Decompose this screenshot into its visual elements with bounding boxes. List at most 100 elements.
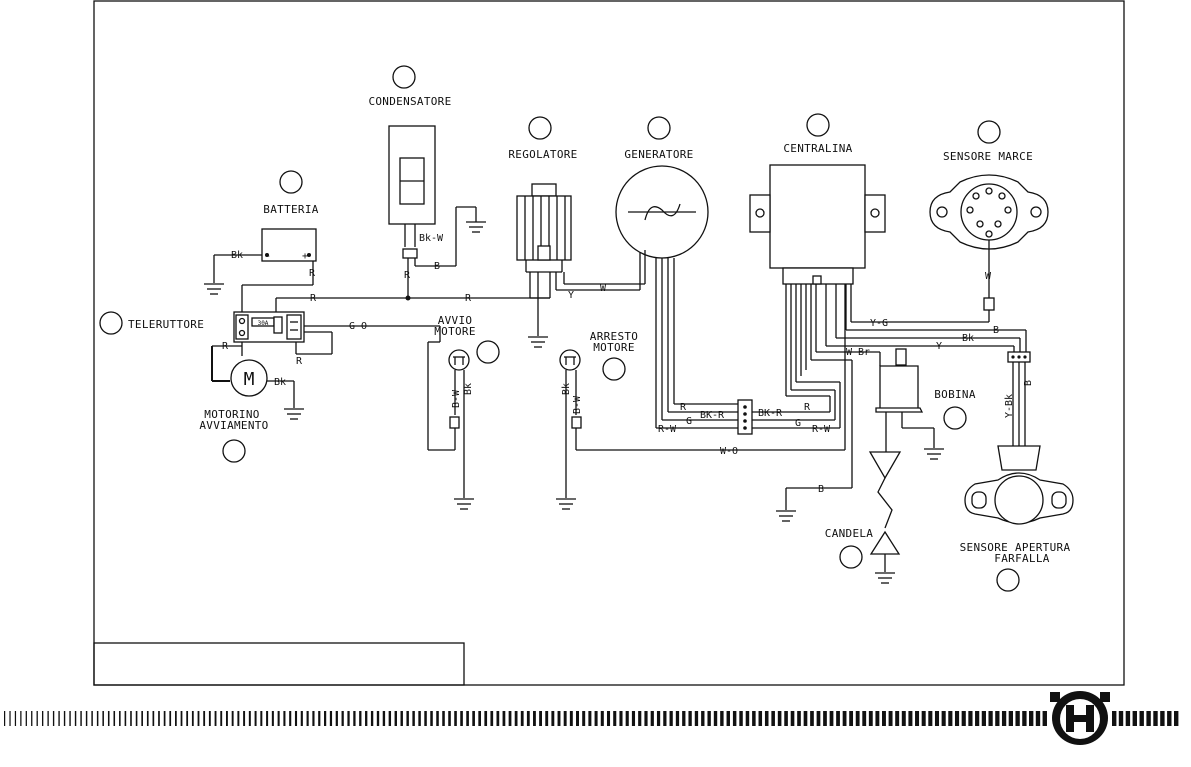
- svg-text:BK-R: BK-R: [700, 410, 725, 421]
- tick-mark: [430, 711, 433, 726]
- tick-mark: [58, 711, 60, 726]
- tick-mark: [197, 711, 200, 726]
- tick-mark: [31, 711, 33, 726]
- tick-mark: [113, 711, 116, 726]
- tick-mark: [868, 711, 873, 726]
- tick-mark: [981, 711, 986, 726]
- tick-mark: [533, 711, 536, 726]
- tick-mark: [1153, 711, 1158, 726]
- batteria-component: BATTERIA - + Bk R: [204, 170, 318, 312]
- svg-text:R: R: [465, 293, 472, 304]
- tick-mark: [152, 711, 155, 726]
- tick-mark: [208, 711, 211, 726]
- svg-text:G-O: G-O: [349, 321, 367, 332]
- svg-text:Bk: Bk: [274, 377, 286, 388]
- tick-mark: [294, 711, 298, 726]
- bobina-component: BOBINA: [868, 348, 976, 529]
- label-bobina: BOBINA: [934, 388, 976, 401]
- tick-mark: [158, 711, 160, 726]
- tick-mark: [842, 711, 847, 726]
- main-r-wire: R R: [275, 293, 550, 312]
- tick-mark: [186, 711, 189, 726]
- svg-text:B: B: [993, 325, 999, 336]
- label-sensore-farfalla-2: FARFALLA: [994, 552, 1049, 565]
- tick-mark: [96, 711, 99, 726]
- ref-circle-sensore-farfalla: [996, 568, 1020, 592]
- label-regolatore: REGOLATORE: [508, 148, 577, 161]
- tick-mark: [41, 711, 44, 726]
- tick-mark: [277, 711, 280, 726]
- tick-mark: [466, 711, 469, 726]
- battery-icon: [261, 228, 317, 262]
- tick-mark: [631, 711, 636, 726]
- tick-mark: [797, 711, 801, 726]
- tick-mark: [790, 711, 795, 726]
- tick-mark: [191, 711, 194, 726]
- tick-mark: [836, 711, 840, 726]
- svg-text:W: W: [600, 283, 607, 294]
- label-sensore-farfalla-1: SENSORE APERTURA: [960, 541, 1071, 554]
- tick-mark: [442, 711, 445, 726]
- tick-mark: [271, 711, 274, 726]
- label-avvio-2: MOTORE: [434, 325, 476, 338]
- tick-mark: [260, 711, 263, 726]
- tick-mark: [283, 711, 286, 726]
- tick-mark: [254, 711, 257, 726]
- tick-mark: [928, 711, 933, 726]
- label-centralina: CENTRALINA: [783, 142, 852, 155]
- tick-mark: [948, 711, 953, 726]
- tick-mark: [47, 711, 49, 726]
- tick-mark: [382, 711, 386, 726]
- ref-circle-condensatore: [392, 65, 416, 89]
- tick-mark: [1167, 711, 1172, 726]
- svg-text:30A: 30A: [258, 320, 269, 327]
- tick-mark: [638, 711, 642, 726]
- tick-mark: [954, 711, 960, 726]
- tick-mark: [508, 711, 512, 726]
- label-arresto-1: ARRESTO: [590, 330, 638, 343]
- tick-mark: [995, 711, 1000, 726]
- svg-text:M: M: [244, 369, 255, 390]
- tick-mark: [915, 711, 920, 726]
- tick-mark: [1118, 711, 1124, 726]
- tick-mark: [1112, 711, 1117, 726]
- tick-mark: [1146, 711, 1151, 726]
- tick-mark: [934, 711, 940, 726]
- tick-mark: [135, 711, 138, 726]
- svg-text:Bk: Bk: [962, 333, 974, 344]
- connector-block: [737, 399, 753, 435]
- svg-text:+: +: [302, 251, 308, 262]
- tick-mark: [810, 711, 814, 726]
- label-sensore-marce: SENSORE MARCE: [943, 150, 1033, 163]
- tick-mark: [69, 711, 71, 726]
- tick-mark: [146, 711, 149, 726]
- tick-mark: [895, 711, 900, 726]
- svg-text:R: R: [310, 293, 317, 304]
- motorino-component: M Bk MOTORINO AVVIAMENTO: [199, 346, 304, 463]
- svg-text:W-Br: W-Br: [846, 347, 870, 358]
- tick-mark: [921, 711, 926, 726]
- tick-mark: [650, 711, 654, 726]
- tick-mark: [1022, 711, 1027, 726]
- tick-mark: [594, 711, 598, 726]
- tick-mark: [829, 711, 834, 726]
- title-block: [93, 642, 465, 686]
- tick-mark: [141, 711, 143, 726]
- label-candela: CANDELA: [825, 527, 874, 540]
- tick-mark: [901, 711, 906, 726]
- ground-icon-candela: [875, 572, 895, 584]
- ref-circle-motorino: [222, 439, 246, 463]
- tick-mark: [448, 711, 451, 726]
- ref-circle-sensore-marce: [977, 120, 1001, 144]
- ground-icon-motorino: [284, 408, 304, 420]
- tick-mark: [130, 711, 132, 726]
- tick-mark: [606, 711, 611, 726]
- label-batteria: BATTERIA: [263, 203, 318, 216]
- tick-mark: [119, 711, 121, 726]
- regolatore-component: REGOLATORE Y W: [508, 116, 645, 348]
- tick-mark: [4, 711, 6, 726]
- tick-mark: [472, 711, 475, 726]
- tick-mark: [289, 711, 292, 726]
- label-generatore: GENERATORE: [624, 148, 693, 161]
- ground-icon-centralina: [776, 510, 796, 522]
